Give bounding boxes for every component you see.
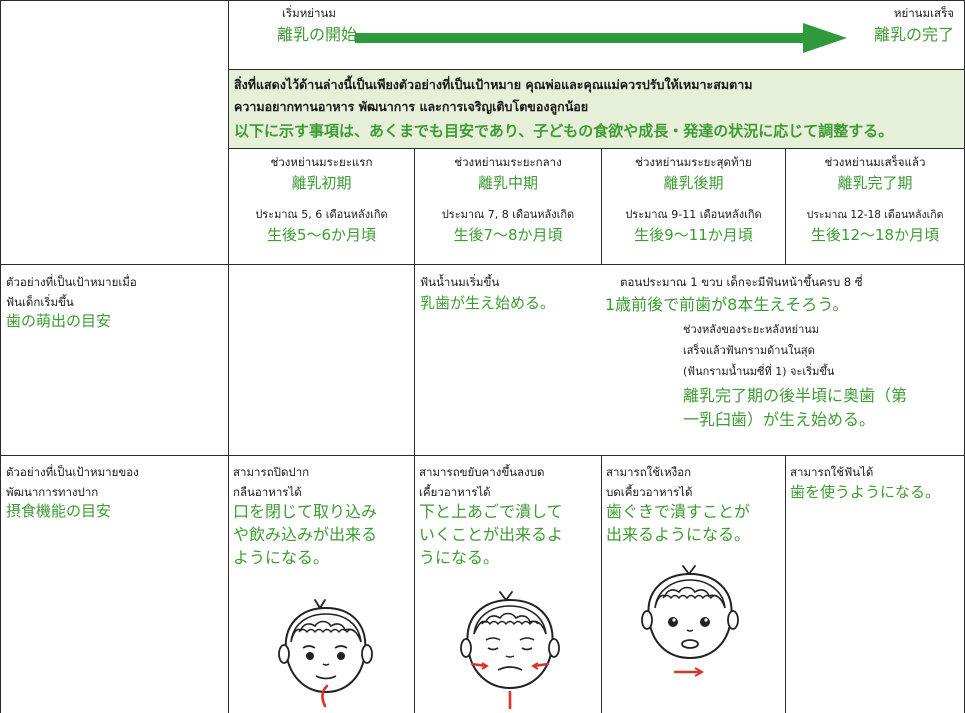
oral-label-th1: ตัวอย่างที่เป็นเป้าหมายของ bbox=[6, 465, 139, 479]
oral-s3-jp2: 出来るようになる。 bbox=[606, 525, 751, 544]
teeth-label-th2: ฟันเด็กเริ่มขึ้น bbox=[6, 295, 74, 309]
oral-divider-1 bbox=[414, 455, 415, 713]
oral-s2-th1: สามารถขยับคางขึ้นลงบด bbox=[419, 465, 545, 479]
stage-late: ช่วงหย่านมระยะสุดท้าย 離乳後期 ประมาณ 9-11 เ… bbox=[602, 154, 785, 246]
oral-s2-th2: เคี้ยวอาหารได้ bbox=[419, 485, 491, 499]
grid-line-left bbox=[0, 0, 1, 713]
rule-under-header bbox=[228, 69, 965, 70]
teeth-molar-th3: (ฟันกรามน้ำนมซี่ที่ 1) จะเริ่มขึ้น bbox=[683, 365, 835, 378]
teeth-label-th1: ตัวอย่างที่เป็นเป้าหมายเมื่อ bbox=[6, 275, 137, 289]
stage-late-jp: 離乳後期 bbox=[663, 174, 724, 192]
oral-s3-th2: บดเคี้ยวอาหารได้ bbox=[606, 485, 693, 499]
stage-early: ช่วงหย่านมระยะแรก 離乳初期 ประมาณ 5, 6 เดือน… bbox=[229, 154, 414, 246]
grid-line-col1 bbox=[228, 0, 229, 713]
stage-middle-age-jp: 生後7〜8か月頃 bbox=[453, 226, 563, 244]
stage-complete-jp: 離乳完了期 bbox=[837, 174, 913, 192]
stage-early-age-jp: 生後5〜6か月頃 bbox=[266, 226, 377, 244]
oral-stage-3: สามารถใช้เหงือก บดเคี้ยวอาหารได้ 歯ぐきで潰すこ… bbox=[606, 464, 784, 546]
grid-line-top bbox=[0, 0, 965, 1]
stage-middle-th: ช่วงหย่านมระยะกลาง bbox=[454, 155, 562, 169]
oral-s1-jp2: や飲み込みが出来る bbox=[233, 525, 378, 544]
oral-s1-jp3: ようになる。 bbox=[233, 548, 330, 567]
oral-label-jp: 摂食機能の目安 bbox=[6, 502, 112, 520]
teeth-middle-jp: 乳歯が生え始める。 bbox=[420, 294, 556, 312]
stage-late-th: ช่วงหย่านมระยะสุดท้าย bbox=[635, 155, 752, 169]
oral-label: ตัวอย่างที่เป็นเป้าหมายของ พัฒนาการทางปา… bbox=[6, 464, 224, 522]
teeth-label-jp: 歯の萌出の目安 bbox=[6, 312, 112, 330]
oral-stage-2: สามารถขยับคางขึ้นลงบด เคี้ยวอาหารได้ 下と上… bbox=[419, 464, 600, 569]
header-start-th: เริ่มหย่านม bbox=[282, 6, 336, 20]
oral-s3-jp1: 歯ぐきで潰すことが bbox=[606, 502, 751, 521]
oral-s1-th1: สามารถปิดปาก bbox=[233, 465, 310, 479]
header-end-jp: 離乳の完了 bbox=[873, 25, 954, 44]
stage-complete-age-jp: 生後12〜18か月頃 bbox=[810, 226, 940, 244]
stage-middle-jp: 離乳中期 bbox=[477, 174, 538, 192]
oral-stage-4: สามารถใช้ฟันได้ 歯を使うようになる。 bbox=[790, 464, 962, 503]
teeth-late-jp: 1歳前後で前歯が8本生えそろう。 bbox=[605, 295, 849, 314]
rule-under-stages bbox=[0, 264, 965, 265]
timeline-arrow bbox=[355, 23, 847, 53]
teeth-label: ตัวอย่างที่เป็นเป้าหมายเมื่อ ฟันเด็กเริ่… bbox=[6, 274, 224, 332]
oral-s1-jp1: 口を閉じて取り込み bbox=[233, 502, 378, 521]
stage-complete-age-th: ประมาณ 12-18 เดือนหลังเกิด bbox=[806, 209, 944, 221]
header-start-jp: 離乳の開始 bbox=[277, 25, 358, 44]
oral-s2-jp2: いくことが出来るよ bbox=[419, 525, 564, 544]
note-box bbox=[229, 70, 964, 148]
oral-s2-jp1: 下と上あごで潰して bbox=[419, 502, 563, 521]
oral-label-th2: พัฒนาการทางปาก bbox=[6, 485, 99, 499]
stage-late-age-th: ประมาณ 9-11 เดือนหลังเกิด bbox=[625, 208, 762, 221]
timeline-arrow-head bbox=[803, 23, 847, 53]
teeth-middle-th: ฟันน้ำนมเริ่มขึ้น bbox=[420, 275, 500, 289]
oral-divider-3 bbox=[785, 455, 786, 713]
face-illustration-middle-icon bbox=[460, 591, 560, 710]
teeth-molar-jp2: 一乳臼歯）が生え始める。 bbox=[683, 410, 876, 429]
stage-early-jp: 離乳初期 bbox=[291, 174, 352, 192]
face-illustration-late-icon bbox=[641, 565, 739, 677]
note-jp: 以下に示す事項は、あくまでも目安であり、子どもの食欲や成長・発達の状況に応じて調… bbox=[234, 122, 894, 140]
oral-s1-th2: กลืนอาหารได้ bbox=[233, 485, 302, 499]
stage-middle-age-th: ประมาณ 7, 8 เดือนหลังเกิด bbox=[441, 208, 575, 221]
rule-under-teeth bbox=[0, 455, 965, 456]
teeth-late-th: ตอนประมาณ 1 ขวบ เด็กจะมีฟันหน้าขึ้นครบ 8… bbox=[620, 275, 863, 289]
stage-divider-3 bbox=[785, 148, 786, 265]
stage-early-th: ช่วงหย่านมระยะแรก bbox=[270, 155, 373, 169]
stage-middle: ช่วงหย่านมระยะกลาง 離乳中期 ประมาณ 7, 8 เดือ… bbox=[415, 154, 601, 246]
rule-under-note bbox=[228, 148, 965, 149]
teeth-molar-th2: เสร็จแล้วฟันกรามด้านในสุด bbox=[683, 344, 815, 357]
teeth-molar-th1: ช่วงหลังของระยะหลังหย่านม bbox=[683, 323, 820, 336]
stage-divider-2 bbox=[601, 148, 602, 265]
oral-stage-1: สามารถปิดปาก กลืนอาหารได้ 口を閉じて取り込み や飲み込… bbox=[233, 464, 413, 569]
timeline-arrow-shaft bbox=[355, 33, 805, 43]
stage-complete: ช่วงหย่านมเสร็จแล้ว 離乳完了期 ประมาณ 12-18 เ… bbox=[786, 154, 964, 246]
teeth-divider-1 bbox=[414, 264, 415, 456]
note-th-line2: ความอยากทานอาหาร พัฒนาการ และการเจริญเติ… bbox=[234, 99, 589, 114]
oral-divider-2 bbox=[601, 455, 602, 713]
oral-s4-jp: 歯を使うようになる。 bbox=[790, 483, 941, 501]
header-end-th: หย่านมเสร็จ bbox=[893, 6, 954, 20]
note-th-line1: สิ่งที่แสดงไว้ด้านล่างนี้เป็นเพียงตัวอย่… bbox=[234, 77, 753, 92]
oral-s3-th1: สามารถใช้เหงือก bbox=[606, 465, 692, 479]
oral-s4-th: สามารถใช้ฟันได้ bbox=[790, 465, 874, 479]
stage-divider-1 bbox=[414, 148, 415, 265]
oral-s2-jp3: うになる。 bbox=[419, 548, 500, 567]
face-illustration-early-icon bbox=[278, 599, 373, 708]
teeth-molar-jp1: 離乳完了期の後半頃に奥歯（第 bbox=[683, 386, 908, 405]
stage-early-age-th: ประมาณ 5, 6 เดือนหลังเกิด bbox=[255, 208, 388, 221]
teeth-middle: ฟันน้ำนมเริ่มขึ้น 乳歯が生え始める。 bbox=[420, 274, 600, 314]
stage-late-age-jp: 生後9〜11か月頃 bbox=[634, 226, 753, 244]
stage-complete-th: ช่วงหย่านมเสร็จแล้ว bbox=[824, 155, 926, 169]
